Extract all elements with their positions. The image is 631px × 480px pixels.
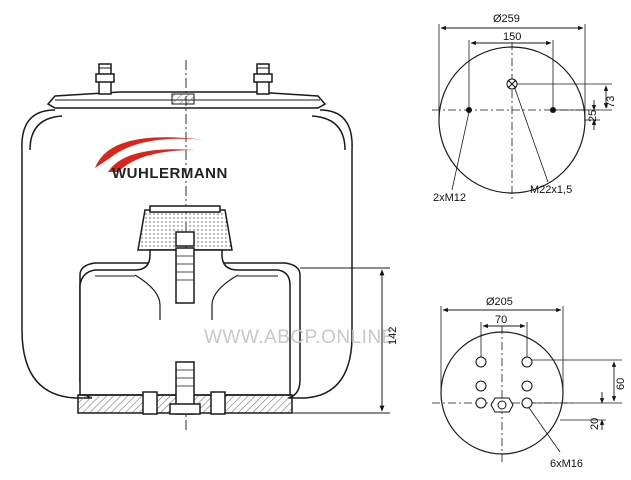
air-inlet-icon — [506, 78, 518, 90]
air-inlet-callout: M22x1,5 — [530, 184, 572, 196]
top-offset-a-label: 73 — [605, 96, 617, 108]
top-bolt-hole-right — [550, 107, 556, 113]
side-view — [21, 60, 353, 430]
bottom-spacing-label: 70 — [495, 314, 507, 326]
top-plate-view — [432, 24, 612, 200]
bottom-bolt-callout: 6xM16 — [550, 458, 583, 470]
bellows-outline — [21, 109, 353, 399]
bottom-offset-b-label: 20 — [589, 418, 601, 430]
brand-swoosh-icon — [95, 137, 205, 168]
top-diameter-label: Ø259 — [493, 13, 520, 25]
top-offset-b-label: 25 — [587, 110, 599, 122]
height-label: 142 — [387, 327, 399, 345]
brand-name: WUHLERMANN — [112, 165, 228, 182]
bottom-offset-a-label: 60 — [615, 378, 627, 390]
bottom-diameter-label: Ø205 — [486, 296, 513, 308]
top-stud-left — [95, 63, 115, 95]
top-stud-right — [253, 63, 273, 95]
bottom-plate-view — [432, 306, 622, 462]
top-spacing-label: 150 — [503, 31, 521, 43]
center-nut-icon — [490, 397, 514, 413]
top-bolt-hole-left — [466, 107, 472, 113]
top-bolt-callout: 2xM12 — [433, 192, 466, 204]
watermark-text: WWW.ABCP.ONLINE — [204, 327, 395, 348]
bottom-bolt-holes — [475, 356, 533, 409]
piston — [79, 249, 291, 396]
height-dimension — [292, 267, 390, 414]
brand-logo: WUHLERMANN — [95, 137, 228, 182]
